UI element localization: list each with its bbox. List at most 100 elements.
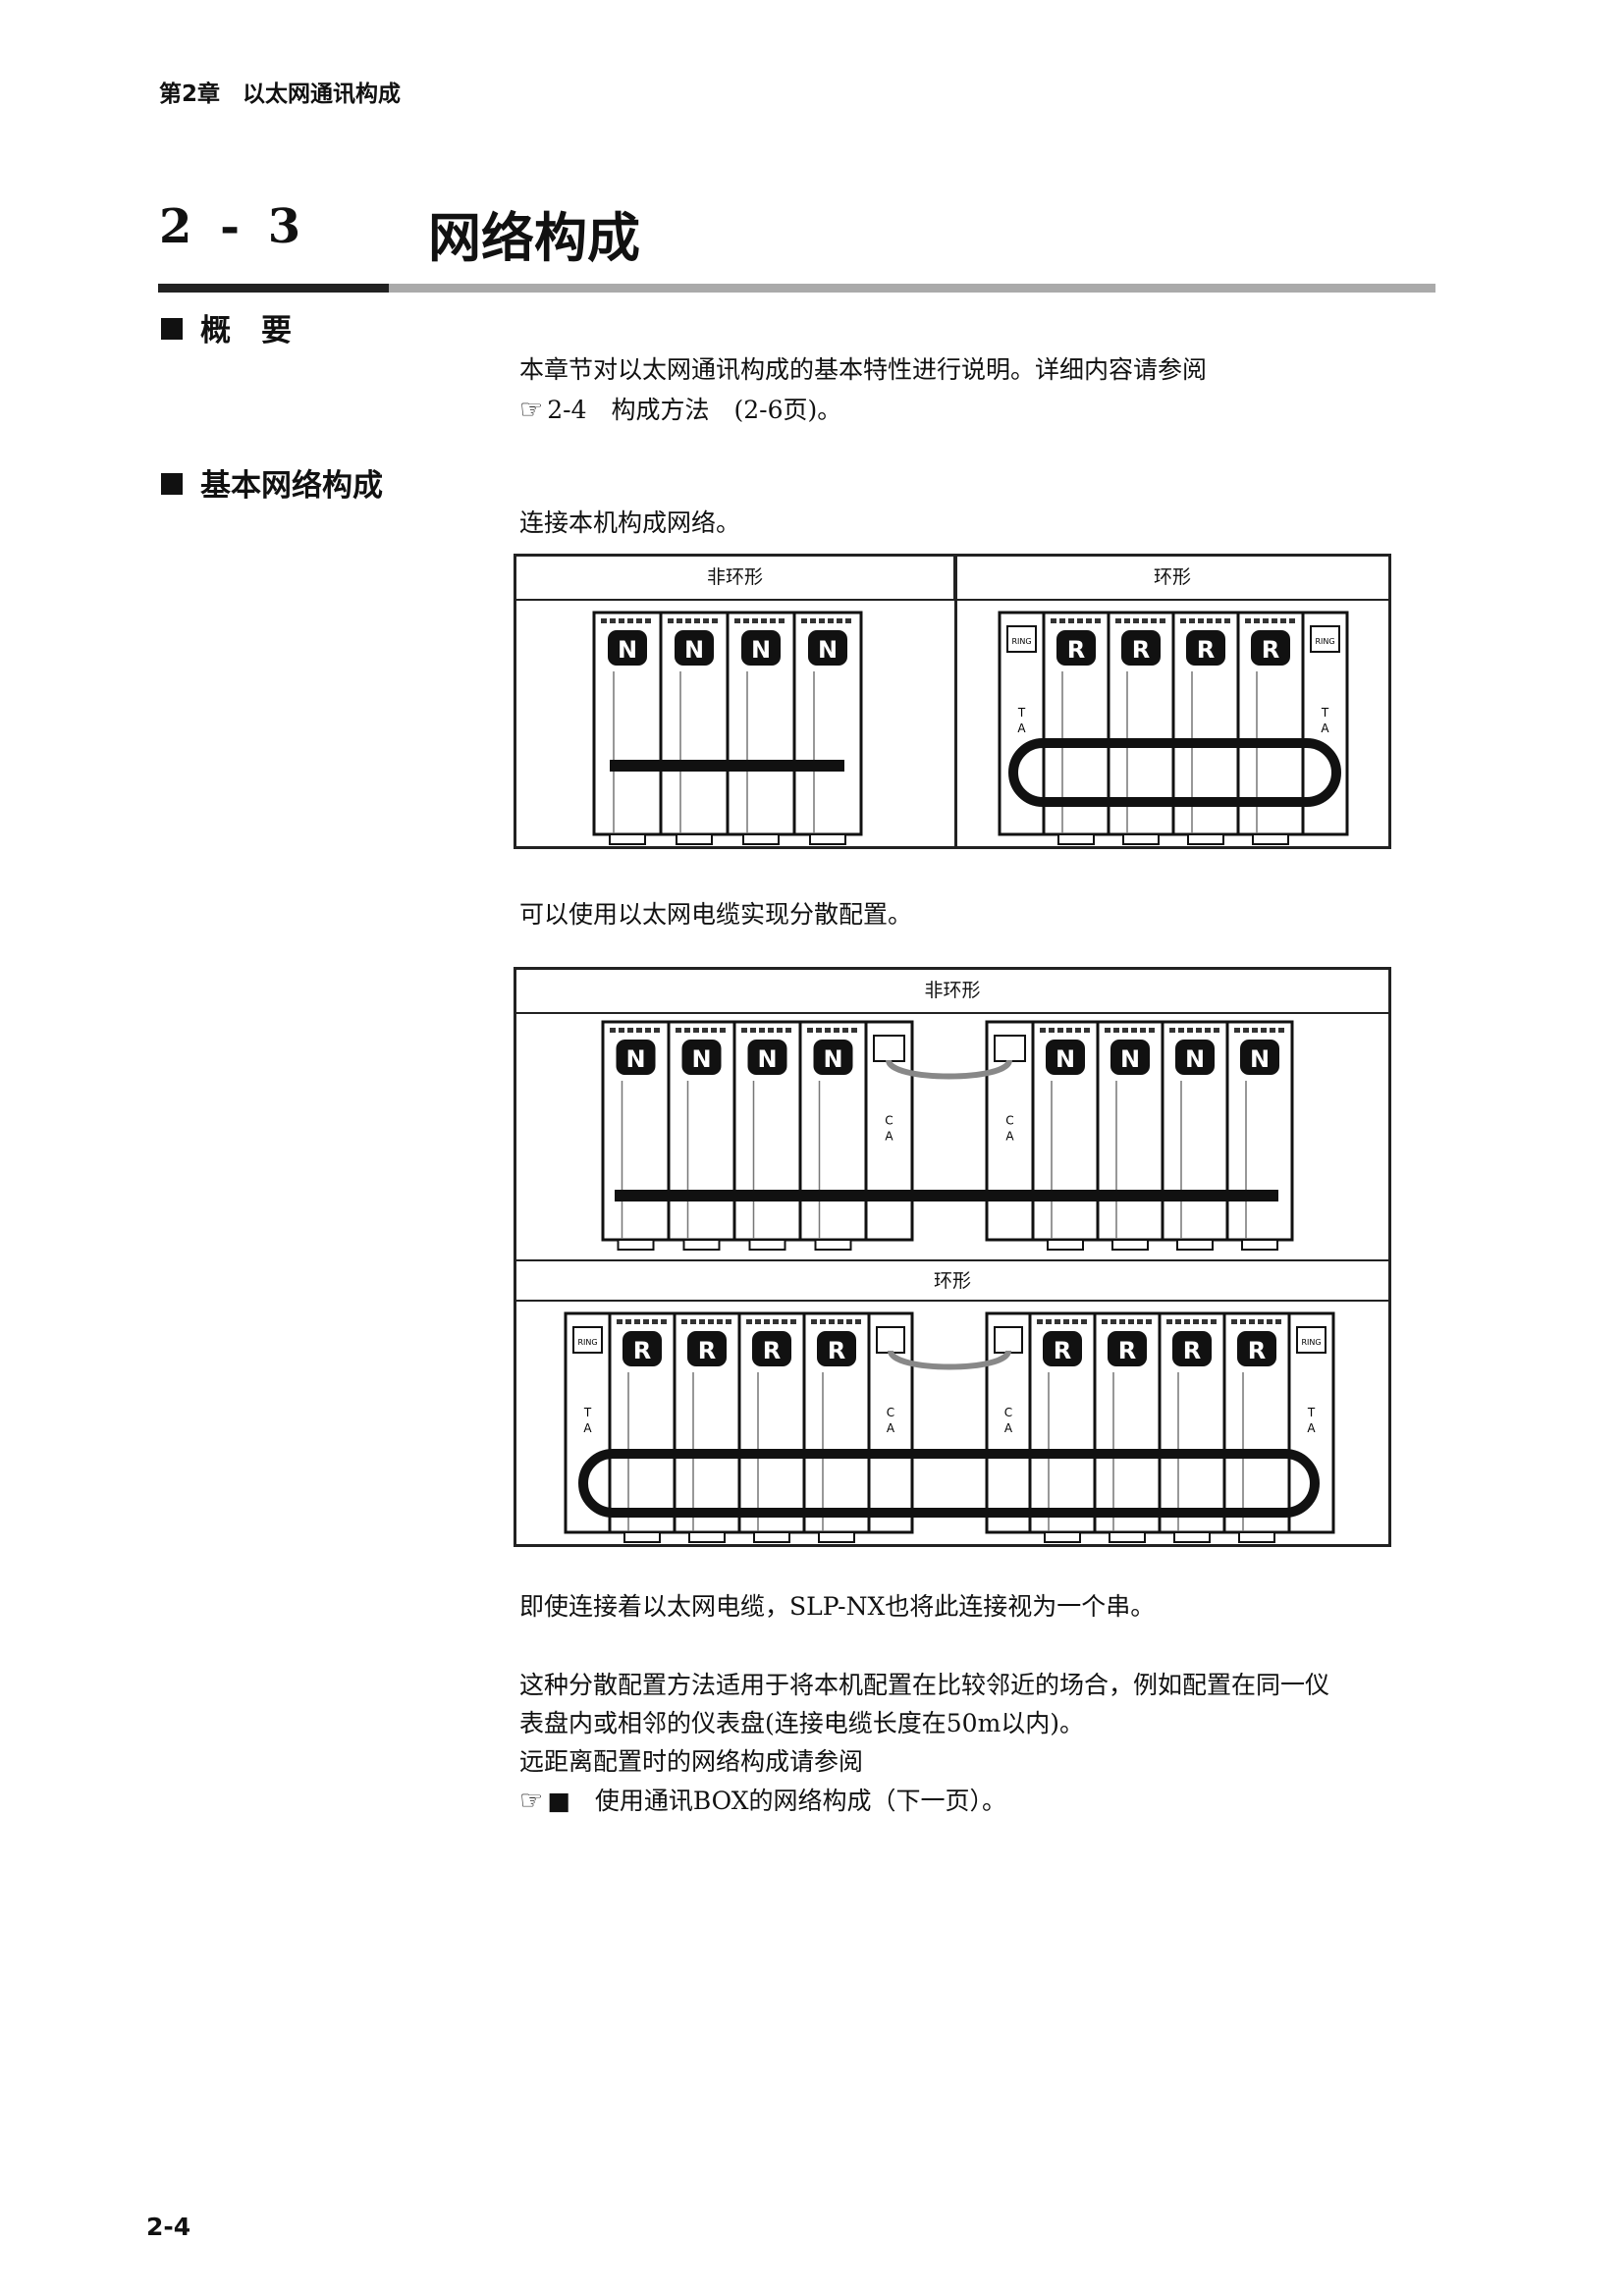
module-letter: R [1054,1337,1071,1364]
pointing-hand-icon: ☞ [519,395,544,425]
cap-label: C [1004,1406,1012,1419]
module-letter: R [1118,1337,1136,1364]
rj45-port-icon [873,1035,905,1062]
module-badge [681,1040,722,1075]
module-tab [1109,1531,1146,1543]
module-tab [753,1531,790,1543]
module-badge [616,1040,656,1075]
module-badge [1056,630,1096,666]
module-badge [1121,630,1161,666]
module-tab [1057,833,1095,845]
string-note: 即使连接着以太网电缆，SLP-NX也将此连接视为一个串。 [519,1592,1156,1621]
ring-label: RING [1315,637,1334,646]
module-letter: N [625,1045,645,1073]
module-letter: N [691,1045,711,1073]
rj45-port-icon [876,1326,905,1354]
bus-bar [615,1190,1278,1201]
module-tab [1047,1239,1084,1251]
module-letter: R [1262,636,1279,664]
cap-label: A [885,1129,893,1143]
module-badge [1186,630,1225,666]
module-tab [1111,1239,1149,1251]
module-letter: R [1183,1337,1201,1364]
ring-cable [1008,738,1341,807]
module-letter: N [823,1045,842,1073]
module-badge [1175,1040,1215,1075]
module-letter: R [633,1337,651,1364]
rj45-port-icon [994,1326,1023,1354]
section-title: 网络构成 [428,207,640,269]
module-tab [688,1531,726,1543]
module-tab [742,833,780,845]
module-letter: N [618,636,637,664]
module-badge [623,1331,662,1366]
square-bullet-icon [161,473,183,495]
module-tab [1252,833,1289,845]
ring-port-icon [572,1326,603,1354]
cap-label: C [885,1113,893,1127]
module-letter: N [751,636,771,664]
module-letter: N [684,636,704,664]
module-badge [675,630,714,666]
ring-label: RING [577,1338,597,1347]
distributed-text: 可以使用以太网电缆实现分散配置。 [519,900,913,929]
row-ring: 环形 [516,1259,1388,1302]
module-tab [814,1239,852,1251]
module-letter: N [757,1045,777,1073]
module-badge [1046,1040,1085,1075]
module-tab [1173,1531,1211,1543]
module-tab [1241,1239,1278,1251]
ethernet-cable [886,1058,1012,1080]
cap-label: T [1307,1406,1316,1419]
cap-label: A [1307,1421,1316,1435]
section-number: 2 - 3 [159,199,307,254]
module-badge [1251,630,1290,666]
module-tab [609,833,646,845]
module-badge [752,1331,791,1366]
module-letter: N [1185,1045,1205,1073]
module-badge [747,1040,787,1075]
row-nonring: 非环形 [516,970,1388,1014]
ring-port-icon [1296,1326,1326,1354]
ring-cable [578,1449,1320,1518]
module-tab [1176,1239,1214,1251]
module-tab [1044,1531,1081,1543]
module-badge [741,630,781,666]
module-letter: R [1132,636,1150,664]
ring-port-icon [1310,625,1340,653]
module-badge [808,630,847,666]
module-letter: N [1056,1045,1075,1073]
pointing-hand-icon: ☞ [519,1786,544,1816]
module-letter: R [698,1337,716,1364]
ring-label: RING [1011,637,1031,646]
module-badge [1108,1331,1147,1366]
ethernet-cable [888,1349,1011,1370]
module-badge [817,1331,856,1366]
module-letter: N [1250,1045,1270,1073]
overview-reference[interactable]: ☞2-4 构成方法 (2-6页)。 [519,395,842,425]
cap-label: A [1017,721,1026,735]
bus-bar [610,760,844,772]
module-letter: R [763,1337,781,1364]
module-badge [1110,1040,1150,1075]
cap-label: A [583,1421,592,1435]
cap-label: A [1321,721,1329,735]
usage-text-2: 表盘内或相邻的仪表盘(连接电缆长度在50m以内)。 [519,1709,1085,1737]
ring-port-icon [1006,625,1037,653]
distributed-table: 非环形 环形 [514,967,1391,1547]
module-tab [682,1239,721,1251]
module-tab [1187,833,1224,845]
ring-label: RING [1301,1338,1321,1347]
cap-label: A [1004,1421,1013,1435]
module-tab [1122,833,1160,845]
module-badge [813,1040,853,1075]
module [1225,1020,1294,1242]
cap-label: C [887,1406,894,1419]
cap-label: A [887,1421,895,1435]
box-reference[interactable]: ☞■ 使用通讯BOX的网络构成（下一页）。 [519,1786,1007,1816]
module [798,1020,868,1242]
module-letter: N [1120,1045,1140,1073]
intro-text: 连接本机构成网络。 [519,508,741,537]
